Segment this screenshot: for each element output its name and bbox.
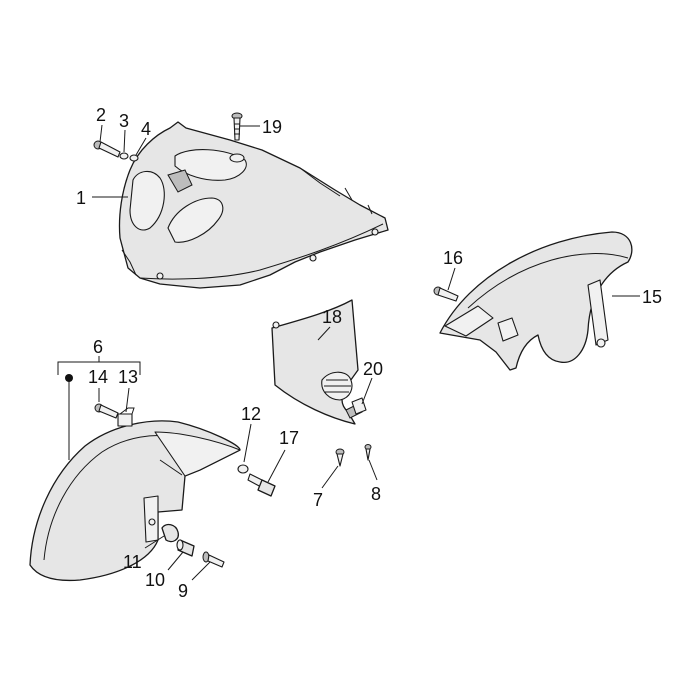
leader-2 (99, 124, 103, 143)
inner-shield-part-1 (118, 121, 389, 289)
callout-4: 4 (141, 119, 151, 139)
washer-part-3 (119, 152, 129, 160)
washer-part-12 (237, 464, 249, 474)
leader-7 (321, 465, 339, 489)
clip-nut-part-13 (117, 407, 135, 427)
callout-10: 10 (145, 570, 165, 590)
leader-13 (125, 387, 130, 413)
leader-3 (123, 129, 126, 153)
spacer-part-10 (176, 539, 195, 557)
front-mudguard-part-6 (29, 420, 241, 582)
screw-part-19 (229, 112, 245, 163)
callout-8: 8 (371, 484, 381, 504)
screw-part-8 (364, 444, 372, 461)
leader-4 (135, 137, 147, 156)
leader-11 (144, 535, 165, 549)
bolt-part-17 (247, 473, 276, 497)
callout-7: 7 (313, 490, 323, 510)
callout-19: 19 (262, 117, 282, 137)
callout-6: 6 (93, 337, 103, 357)
callout-9: 9 (178, 581, 188, 601)
leader-18 (317, 326, 331, 341)
callout-1: 1 (76, 188, 86, 208)
callout-labels: 1 2 3 4 19 15 16 18 20 6 14 13 12 17 7 8… (76, 105, 662, 601)
leader-6-dot (65, 374, 73, 382)
callout-13: 13 (118, 367, 138, 387)
splash-guard-part-18 (271, 299, 363, 425)
leader-10 (167, 551, 184, 571)
callout-3: 3 (119, 111, 129, 131)
callout-18: 18 (322, 307, 342, 327)
rear-mudguard-part-15 (439, 231, 633, 371)
leader-9 (191, 561, 211, 581)
leader-8 (368, 459, 378, 481)
screw-part-9 (202, 551, 225, 568)
leader-20 (361, 377, 373, 405)
leader-lines (57, 124, 640, 581)
screw-part-16 (433, 286, 459, 302)
callout-14: 14 (88, 367, 108, 387)
screw-part-14 (94, 403, 119, 419)
callout-12: 12 (241, 404, 261, 424)
callout-20: 20 (363, 359, 383, 379)
screw-part-7 (335, 448, 345, 467)
callout-2: 2 (96, 105, 106, 125)
screw-part-2 (93, 140, 121, 158)
leader-6-bracket (57, 356, 141, 375)
bushing-part-11 (161, 523, 179, 543)
washer-part-4 (129, 154, 139, 162)
leader-16 (447, 267, 456, 291)
callout-17: 17 (279, 428, 299, 448)
callout-16: 16 (443, 248, 463, 268)
callout-11: 11 (123, 552, 142, 572)
callout-15: 15 (642, 287, 662, 307)
leader-12 (243, 423, 252, 463)
leader-17 (267, 449, 286, 483)
